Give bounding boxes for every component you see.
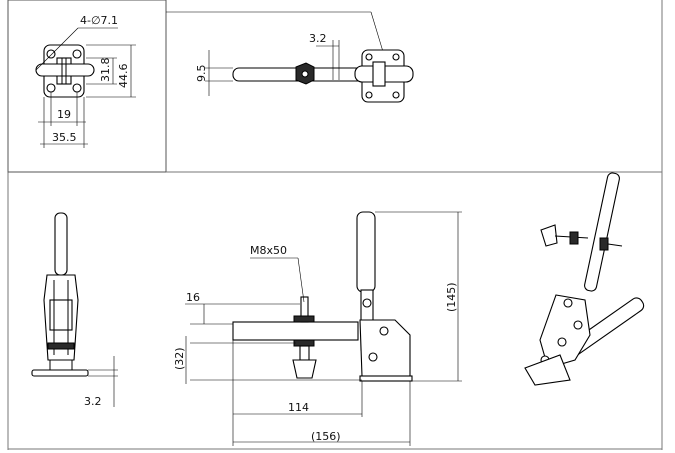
top-view: 3.2 9.5	[195, 32, 414, 103]
pivot-pin	[573, 320, 583, 330]
dim-145: (145)	[445, 282, 458, 312]
open-pad	[540, 224, 558, 247]
open-spindle	[607, 243, 623, 247]
base-plate-detail: 4-∅7.1 31.8 44.6 19 35.5	[7, 0, 385, 173]
mount-hole	[365, 53, 373, 61]
pivot-pin	[379, 326, 389, 336]
clamp-base	[359, 375, 413, 382]
top-nut-hole	[301, 70, 309, 78]
dim-19: 19	[57, 108, 71, 121]
open-body	[539, 294, 591, 369]
end-view-base	[31, 369, 89, 377]
end-view-link	[49, 299, 73, 331]
open-position-view	[524, 172, 645, 386]
dim-31-8: 31.8	[99, 58, 112, 83]
clamp-body	[359, 319, 411, 377]
end-view-nut	[47, 342, 75, 350]
end-view-handle	[54, 212, 68, 276]
pivot-pin	[557, 337, 567, 347]
mount-hole	[392, 53, 400, 61]
open-nut	[599, 237, 609, 251]
dim-114: 114	[288, 401, 309, 414]
mount-hole	[72, 49, 82, 59]
clamp-bar	[232, 321, 359, 341]
pivot-pin	[368, 352, 378, 362]
end-view: 3.2	[31, 212, 118, 408]
screw-label: M8x50	[250, 244, 287, 257]
dim-35-5: 35.5	[52, 131, 77, 144]
mount-hole	[365, 91, 373, 99]
open-nut	[569, 231, 579, 245]
mount-hole	[46, 83, 56, 93]
hole-leader	[35, 27, 79, 71]
dim-3-2-base: 3.2	[84, 395, 102, 408]
spindle-lower	[299, 345, 310, 361]
pivot-pin	[362, 298, 372, 308]
top-pivot	[372, 61, 386, 87]
dim-156: (156)	[311, 430, 341, 443]
spindle-pad	[292, 359, 317, 379]
mount-hole	[392, 91, 400, 99]
pivot-pin	[563, 298, 573, 308]
spindle-nut-bottom	[293, 339, 315, 347]
handle-grip	[356, 211, 376, 293]
screw-leader	[297, 257, 305, 303]
dim-16: 16	[186, 291, 200, 304]
detail-leader-end	[370, 11, 385, 56]
open-base	[524, 354, 571, 386]
mount-hole	[72, 83, 82, 93]
spindle-nut-top	[293, 315, 315, 323]
side-view: M8x50 16 (32) (145) 114 (156)	[173, 211, 462, 446]
dim-44-6: 44.6	[117, 64, 130, 89]
hole-label: 4-∅7.1	[80, 14, 118, 27]
dim-3-2-top: 3.2	[309, 32, 327, 45]
dim-9-5: 9.5	[195, 65, 208, 83]
open-bar	[584, 172, 620, 292]
mount-hole	[46, 49, 56, 59]
detail-box	[7, 0, 167, 173]
plate-bar	[35, 63, 95, 77]
dim-32: (32)	[173, 347, 186, 370]
